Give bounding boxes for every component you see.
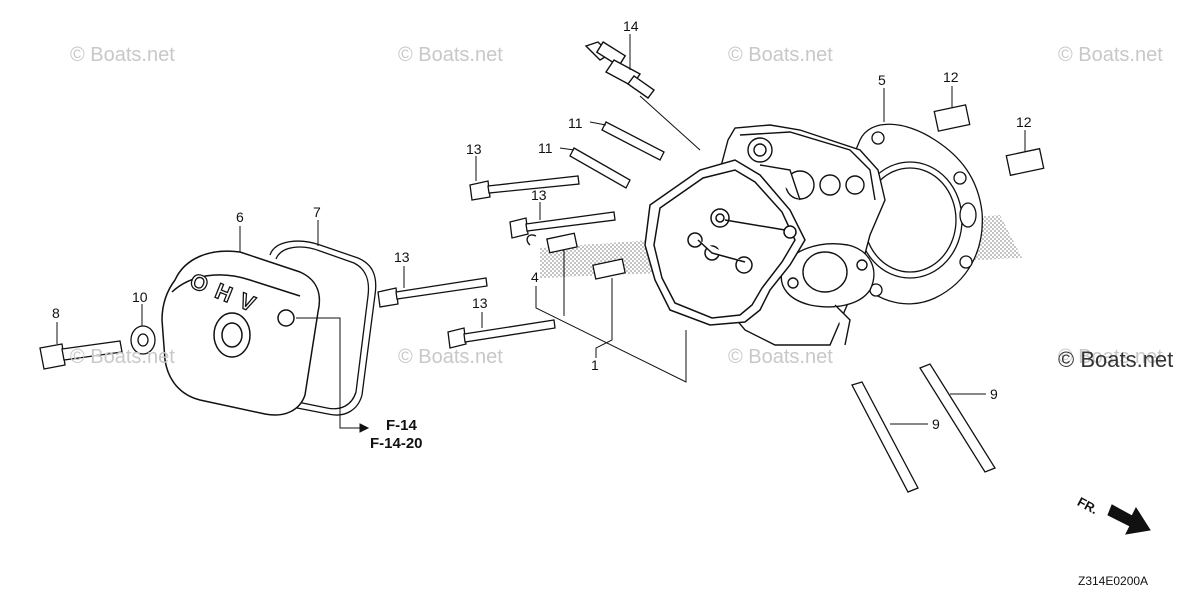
callout-12: 12 xyxy=(1016,114,1032,130)
callout-9: 9 xyxy=(932,416,940,432)
callout-8: 8 xyxy=(52,305,60,321)
callout-5: 5 xyxy=(878,72,886,88)
bolt-8-washer-10 xyxy=(40,326,155,369)
dowels-12 xyxy=(934,105,1043,175)
reference-f14: F-14 xyxy=(386,417,417,434)
watermark-main: © Boats.net xyxy=(1058,347,1174,372)
valve-cover-gasket xyxy=(256,241,376,415)
spark-plug xyxy=(586,42,654,98)
watermark: © Boats.net xyxy=(728,346,833,368)
callout-1: 1 xyxy=(591,357,599,373)
dowels-4 xyxy=(527,233,625,279)
watermark: © Boats.net xyxy=(1058,44,1163,66)
callout-13: 13 xyxy=(472,295,488,311)
callout-14: 14 xyxy=(623,18,639,34)
callout-13: 13 xyxy=(531,187,547,203)
studs-11 xyxy=(570,122,664,188)
direction-arrow xyxy=(1108,505,1150,534)
callout-4: 4 xyxy=(531,269,539,285)
callout-6: 6 xyxy=(236,209,244,225)
reference-f14-20: F-14-20 xyxy=(370,435,423,452)
watermark: © Boats.net xyxy=(70,346,175,368)
watermark: © Boats.net xyxy=(1058,346,1163,368)
watermark: © Boats.net xyxy=(398,346,503,368)
callout-7: 7 xyxy=(313,204,321,220)
rocker-gasket-frame xyxy=(645,160,805,325)
callout-10: 10 xyxy=(132,289,148,305)
callout-13: 13 xyxy=(466,141,482,157)
callout-11: 11 xyxy=(538,140,553,156)
callout-9: 9 xyxy=(990,386,998,402)
callout-12: 12 xyxy=(943,69,959,85)
callout-11: 11 xyxy=(568,115,583,131)
studs-9 xyxy=(852,364,995,492)
watermark: © Boats.net xyxy=(70,44,175,66)
watermark: © Boats.net xyxy=(728,44,833,66)
leader-lines xyxy=(57,34,1025,432)
valve-cover xyxy=(162,251,319,415)
diagram-code: Z314E0200A xyxy=(1078,574,1149,588)
watermark: © Boats.net xyxy=(398,44,503,66)
bolts-13 xyxy=(378,176,615,348)
callout-13: 13 xyxy=(394,249,410,265)
